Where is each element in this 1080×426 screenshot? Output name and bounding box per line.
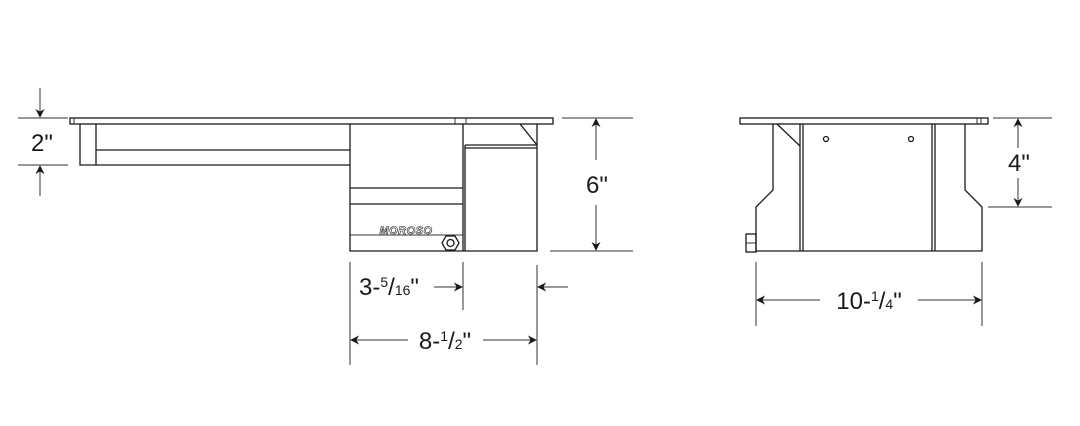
- side-view: MOROSO 2" 6" 3-5/16": [18, 88, 633, 365]
- svg-text:8-1/2": 8-1/2": [419, 328, 471, 355]
- dim-sump-length: 8-1/2": [350, 328, 537, 355]
- end-view: 4" 10-1/4": [739, 117, 1052, 326]
- end-flange: [739, 117, 989, 125]
- shallow-section: [79, 124, 350, 166]
- svg-text:6": 6": [586, 172, 608, 199]
- side-flange: [69, 117, 554, 125]
- svg-text:2": 2": [31, 130, 53, 157]
- dim-sump-depth: 6": [550, 117, 633, 252]
- svg-text:10-1/4": 10-1/4": [836, 288, 901, 315]
- svg-text:3-5/16": 3-5/16": [359, 274, 419, 301]
- end-body: [755, 124, 983, 252]
- mount-hole-icon: [907, 135, 915, 143]
- dim-front-depth: 2": [18, 88, 68, 196]
- sump-section: MOROSO: [349, 123, 538, 252]
- svg-text:4": 4": [1008, 150, 1030, 177]
- dim-rear-section-offset: 3-5/16": [349, 262, 568, 365]
- dim-upper-depth: 4": [988, 117, 1052, 208]
- moroso-logo: MOROSO: [379, 225, 432, 237]
- drain-plug-icon: [441, 235, 460, 251]
- mount-hole-icon: [822, 135, 830, 143]
- dim-width: 10-1/4": [755, 262, 983, 326]
